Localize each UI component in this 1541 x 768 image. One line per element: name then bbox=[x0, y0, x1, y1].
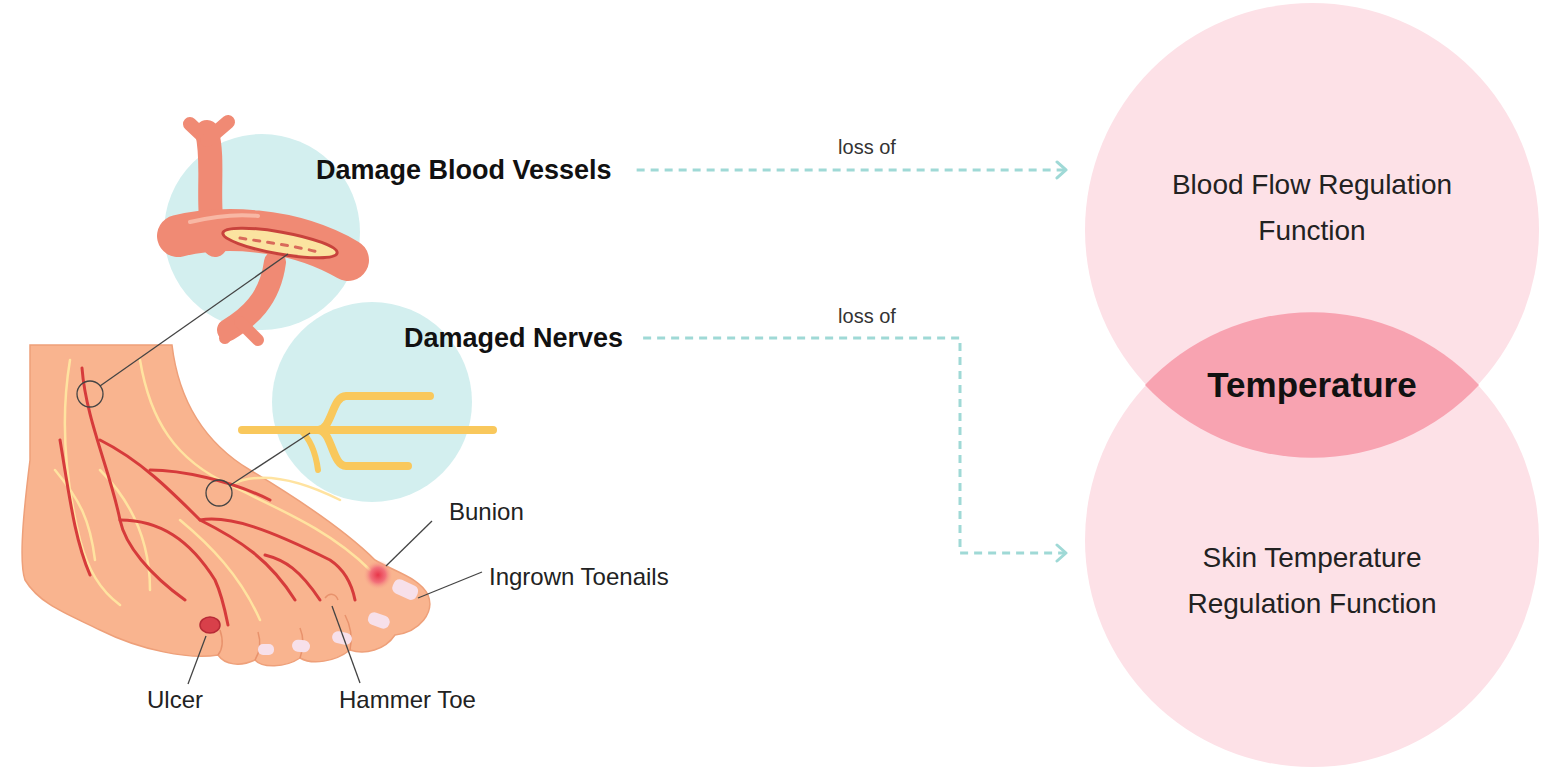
blood-vessel-illustration-part bbox=[207, 122, 228, 140]
toe-details-part bbox=[218, 630, 222, 655]
bunion-mark-part bbox=[363, 560, 393, 590]
circle-fill bbox=[1085, 3, 1539, 457]
blood-vessel-lines-part bbox=[60, 440, 90, 575]
dashed-arrow bbox=[643, 338, 1066, 553]
toenails-part bbox=[390, 577, 420, 602]
callout-leaders-part bbox=[100, 254, 288, 386]
blood-vessel-lines-part bbox=[150, 470, 270, 500]
blood-vessel-illustration-part bbox=[240, 238, 318, 252]
part-label: Hammer Toe bbox=[339, 686, 476, 714]
callout-leaders bbox=[77, 254, 482, 684]
nerve-illustration bbox=[242, 396, 493, 470]
blood-vessel-illustration-part bbox=[190, 215, 258, 222]
ulcer-mark-part bbox=[200, 617, 220, 633]
blood-vessel-illustration-part bbox=[240, 322, 258, 340]
nerve-illustration-part bbox=[318, 430, 408, 466]
toenails-part bbox=[291, 639, 310, 653]
nerve-lines-part bbox=[180, 520, 260, 620]
edge-label: loss of bbox=[838, 136, 896, 159]
dashed-arrow bbox=[637, 168, 1066, 171]
blood-vessel-lines-part bbox=[120, 520, 228, 625]
callout-leaders-part bbox=[206, 480, 232, 506]
function-title: Blood Flow Regulation Function bbox=[1170, 162, 1455, 254]
callout-leaders-part bbox=[386, 521, 432, 566]
function-title: Skin Temperature Regulation Function bbox=[1170, 535, 1455, 627]
nerve-lines bbox=[55, 360, 370, 620]
callout-leaders-part bbox=[229, 433, 310, 486]
toenails-part bbox=[258, 644, 274, 655]
callout-leaders-part bbox=[77, 381, 103, 407]
edge-label: loss of bbox=[838, 305, 896, 328]
foot-shape bbox=[22, 345, 430, 666]
callout-leaders-part bbox=[332, 606, 360, 683]
blood-vessel-lines-part bbox=[200, 519, 355, 600]
cause-title: Damage Blood Vessels bbox=[316, 154, 612, 186]
blood-vessel-illustration-part bbox=[221, 222, 339, 264]
toe-details-part bbox=[325, 594, 338, 600]
callout-leaders-part bbox=[188, 636, 206, 684]
ulcer-mark bbox=[200, 617, 220, 633]
blood-vessel-lines-part bbox=[100, 440, 295, 600]
toenails-part bbox=[366, 611, 391, 631]
nerve-lines-part bbox=[140, 360, 370, 570]
bunion-mark bbox=[363, 560, 393, 590]
part-label: Ingrown Toenails bbox=[489, 563, 669, 591]
toenails bbox=[258, 577, 420, 655]
nerve-lines-part bbox=[100, 470, 150, 590]
cause-label: Damage Blood Vessels bbox=[316, 154, 612, 186]
nerve-illustration-part bbox=[242, 426, 493, 434]
foot-shape-part bbox=[22, 345, 430, 666]
circle-fill bbox=[1085, 313, 1539, 767]
blood-vessel-lines-part bbox=[265, 555, 320, 600]
part-label: Ulcer bbox=[147, 686, 203, 714]
nerve-illustration-part bbox=[300, 430, 318, 470]
part-label: Bunion bbox=[449, 498, 524, 526]
nerve-illustration-part bbox=[318, 396, 430, 430]
cause-label: Damaged Nerves bbox=[404, 322, 623, 354]
cause-title: Damaged Nerves bbox=[404, 322, 623, 354]
blood-vessel-illustration bbox=[178, 122, 348, 340]
nerve-lines-part bbox=[55, 470, 95, 560]
intersection-title: Temperature bbox=[1207, 365, 1416, 405]
blood-vessel-lines-part bbox=[82, 368, 185, 600]
toe-details bbox=[218, 594, 351, 660]
venn-intersection: Temperature bbox=[1145, 312, 1479, 458]
toe-details-part bbox=[255, 632, 260, 660]
blood-vessel-lines bbox=[60, 368, 355, 625]
callout-leaders-part bbox=[418, 572, 482, 598]
